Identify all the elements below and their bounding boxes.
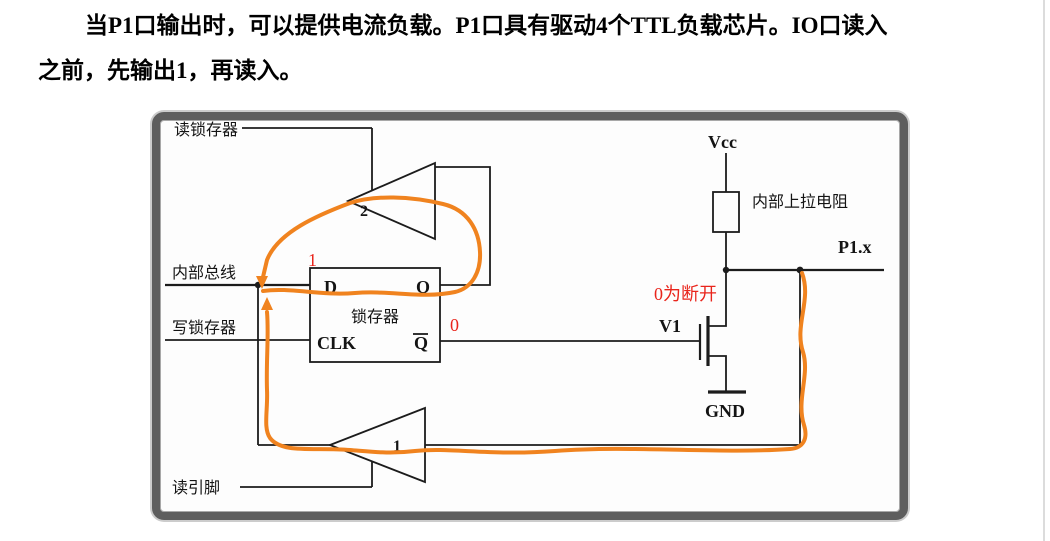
latch-clk-label: CLK (317, 333, 356, 353)
drain-junction-dot (722, 266, 730, 274)
highlight-arrow-up-icon (261, 297, 273, 310)
pullup-resistor (712, 191, 740, 233)
latch-q-label: Q (416, 277, 430, 297)
q-to-buffer-2-wire (435, 166, 491, 286)
buffer-1-triangle (327, 406, 426, 484)
internal-bus: 内部总线 (165, 264, 310, 289)
read-pin-buffer: 1 (257, 285, 426, 484)
read-latch-label: 读锁存器 (174, 121, 238, 139)
latch: D Q 锁存器 CLK Q (309, 267, 441, 363)
internal-bus-label: 内部总线 (172, 264, 236, 282)
fet-drain-wire (708, 270, 727, 327)
lecture-text: 当P1口输出时，可以提供电流负载。P1口具有驱动4个TTL负载芯片。IO口读入 … (38, 3, 1033, 93)
pin-label: P1.x (838, 237, 872, 257)
window-edge-divider (1043, 0, 1045, 541)
transistor-v1: V1 GND (659, 270, 746, 421)
read-pin-label: 读引脚 (172, 479, 220, 497)
lecture-text-line-2: 之前，先输出1，再读入。 (38, 58, 303, 83)
vcc-label: Vcc (708, 132, 737, 152)
latch-title: 锁存器 (351, 308, 399, 326)
latch-qbar-label: Q (414, 333, 428, 353)
highlight-read-pin-path (261, 271, 808, 455)
fet-state-annotation: 0为断开 (654, 284, 717, 304)
highlight-read-latch-path (256, 195, 483, 297)
write-latch-control: 写锁存器 (165, 319, 310, 341)
highlight-loop-stroke (261, 195, 483, 297)
buffer-1-label: 1 (393, 438, 401, 455)
port-structure-diagram: 读锁存器 2 内部总线 写锁存器 D Q 锁存器 CLK Q (165, 121, 884, 497)
read-latch-control: 读锁存器 (174, 121, 373, 190)
qbar-value-annotation: 0 (450, 315, 459, 335)
lecture-text-line-1: 当P1口输出时，可以提供电流负载。P1口具有驱动4个TTL负载芯片。IO口读入 (85, 13, 888, 38)
bus-value-annotation: 1 (308, 250, 317, 270)
pullup-branch: Vcc 内部上拉电阻 (708, 132, 848, 270)
red-annotations: 1 0 0为断开 (308, 250, 717, 335)
buffer-2-label: 2 (360, 203, 368, 220)
highlight-pin-stroke (264, 271, 808, 455)
pullup-label: 内部上拉电阻 (752, 193, 848, 211)
fet-source-wire (708, 355, 727, 392)
circuit-diagram-frame: 读锁存器 2 内部总线 写锁存器 D Q 锁存器 CLK Q (152, 112, 908, 520)
write-latch-label: 写锁存器 (172, 319, 236, 337)
transistor-label: V1 (659, 316, 681, 336)
latch-box (309, 267, 441, 363)
read-latch-buffer: 2 (345, 161, 491, 286)
gnd-label: GND (705, 401, 745, 421)
read-pin-control: 读引脚 (172, 462, 373, 497)
highlight-arrow-down-icon (256, 276, 268, 289)
pin-line: P1.x (425, 237, 884, 446)
